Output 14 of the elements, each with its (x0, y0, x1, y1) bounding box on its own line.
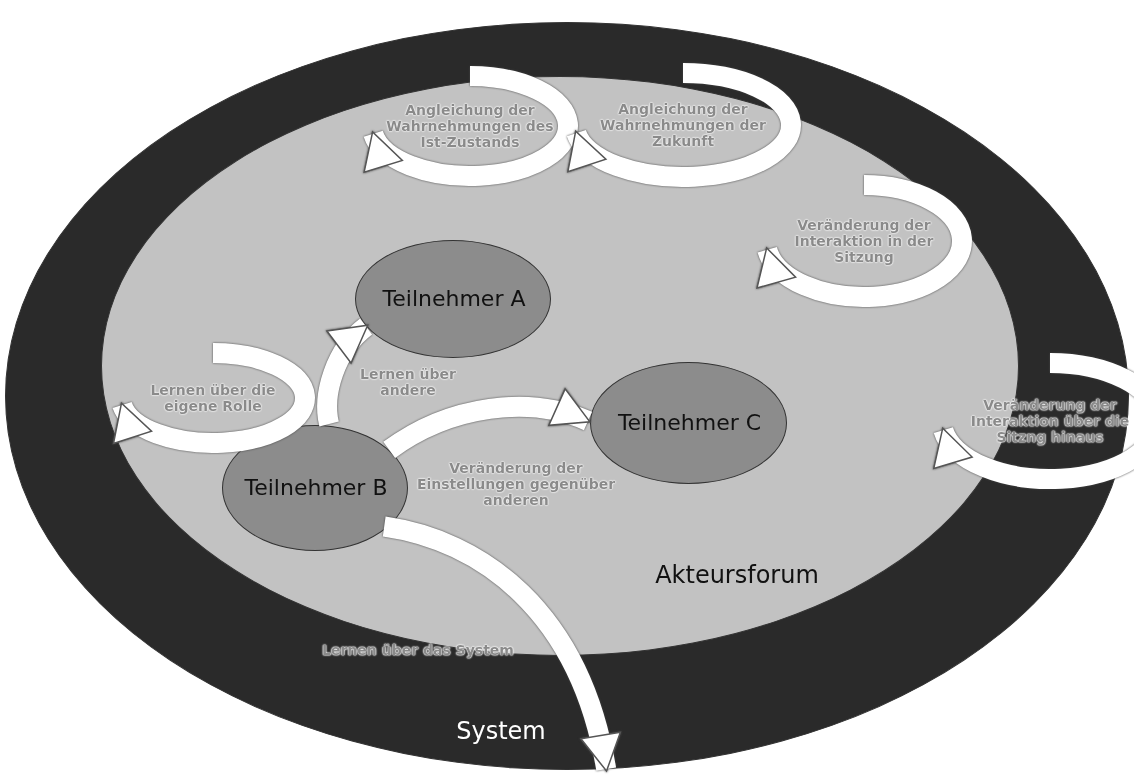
node-label: Teilnehmer C (616, 411, 763, 436)
curved-arrow (317, 318, 373, 426)
node-label: Akteursforum (654, 562, 820, 589)
edge-label: Lernen über andere (359, 365, 457, 399)
cycle-label: Veränderung der Interaktion in der Sitzung (793, 216, 935, 266)
cycle-label: Angleichung der Wahrnehmungen der Zukunft (599, 100, 767, 150)
node-label: System (455, 718, 547, 745)
edge-label: Veränderung der Einstellungen gegenüber anderen (416, 459, 616, 509)
cycle-label: Angleichung der Wahrnehmungen des Ist-Zustands (385, 101, 555, 151)
node-label: Teilnehmer B (243, 476, 389, 501)
cycle-label: Lernen über die eigene Rolle (149, 381, 277, 415)
curved-arrow (383, 389, 592, 459)
node-label: Teilnehmer A (381, 287, 527, 312)
curved-arrow (382, 516, 620, 772)
